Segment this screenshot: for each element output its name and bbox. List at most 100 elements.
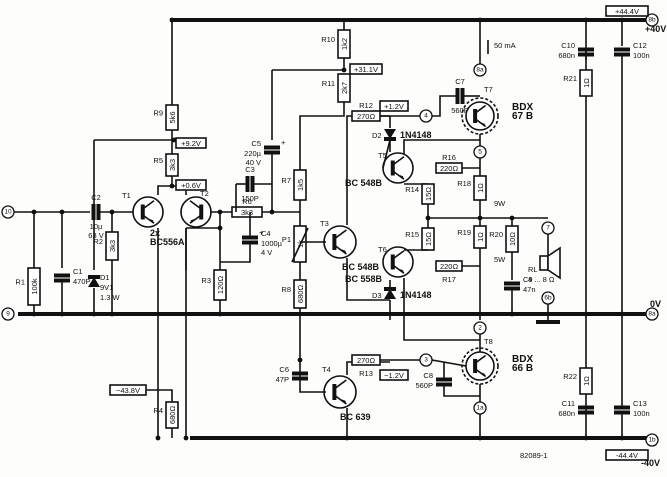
c7-left bbox=[432, 95, 456, 117]
rail-neg-measured-boxed: -44.4V bbox=[616, 451, 638, 460]
transistor-T7 bbox=[465, 101, 495, 131]
r19-watt: 5W bbox=[494, 255, 506, 264]
capacitor-value-C10: 680n bbox=[558, 51, 575, 60]
junction-dot bbox=[91, 311, 97, 317]
junction-dot bbox=[109, 311, 115, 317]
rail-pos-box bbox=[605, 5, 649, 17]
c4-bot bbox=[220, 243, 251, 263]
transistor-emitter-T6 bbox=[392, 264, 405, 274]
resistor-ref-R7: R7 bbox=[281, 176, 291, 185]
rail-gnd-label: 0V bbox=[650, 299, 661, 309]
terminal-9 bbox=[1, 307, 15, 321]
transistor-emitter-T8 bbox=[474, 368, 487, 378]
transistor-ref-T6: T6 bbox=[378, 245, 387, 254]
resistor-value-R7: 1k5 bbox=[296, 179, 305, 191]
capacitor-ref-C8: C8 bbox=[423, 371, 433, 380]
transistor-collector-T6 bbox=[392, 250, 405, 260]
voltage-1.2: +1.2V bbox=[384, 102, 404, 111]
terminal-8a bbox=[645, 307, 659, 321]
diode-D2 bbox=[384, 129, 396, 139]
transistor-emitter-T1 bbox=[142, 214, 155, 224]
resistor-value-R4: 680Ω bbox=[168, 406, 177, 425]
junction-dot bbox=[477, 17, 483, 23]
transistor-part-T8: BDX bbox=[512, 354, 533, 365]
v311-box bbox=[349, 63, 383, 75]
c8-bot bbox=[443, 386, 480, 397]
rail-pos-measured-boxed: +44.4V bbox=[615, 7, 639, 16]
junction-dot bbox=[583, 17, 589, 23]
junction-dot bbox=[169, 17, 175, 23]
transistor-arrow-T5 bbox=[399, 174, 404, 180]
capacitor-value-C4: 1000µ bbox=[261, 239, 283, 248]
resistor-ref-R13: R13 bbox=[359, 369, 373, 378]
voltage-31.1: +31.1V bbox=[354, 65, 378, 74]
transistor-part-T7: 67 B bbox=[512, 111, 533, 122]
capacitor-value-C6: 47P bbox=[276, 375, 289, 384]
terminal-4-label: 4 bbox=[424, 113, 428, 120]
capacitor-value-C9: 47n bbox=[523, 285, 536, 294]
junction-dot bbox=[183, 435, 189, 441]
voltage-9.2-boxed: +9.2V bbox=[181, 139, 201, 148]
transistor-arrow-T7 bbox=[480, 122, 486, 127]
transistor-collector-T3 bbox=[333, 229, 347, 240]
r4-top bbox=[146, 389, 173, 402]
speaker-ref: RL bbox=[528, 265, 538, 274]
capacitor-value-C8: 560P bbox=[415, 381, 433, 390]
t5-col bbox=[403, 139, 480, 154]
resistor-value-R17: 220Ω bbox=[440, 262, 459, 271]
transistor-arrow-T1 bbox=[149, 218, 154, 224]
diode-value-D2: 1N4148 bbox=[400, 130, 432, 140]
terminal-5-label: 5 bbox=[478, 149, 482, 156]
transistor-collector-T1 bbox=[142, 200, 155, 210]
transistor-collector-T2 bbox=[189, 200, 202, 210]
resistor-ref-R19: R19 bbox=[457, 228, 471, 237]
terminal-7-label: 7 bbox=[546, 225, 550, 232]
resistor-value-R11: 2k7 bbox=[340, 82, 349, 94]
resistor-value-R10: 1k2 bbox=[340, 38, 349, 50]
junction-dot bbox=[619, 17, 625, 23]
resistor-value-R8: 680Ω bbox=[296, 285, 305, 304]
transistor-T2 bbox=[180, 196, 212, 228]
junction-dot bbox=[31, 311, 37, 317]
terminal-3-label: 3 bbox=[424, 357, 428, 364]
terminal-8a-t7-label: 8a bbox=[476, 67, 484, 74]
resistor-value-R19: 1Ω bbox=[476, 232, 485, 242]
capacitor-value-C2: 63 V bbox=[88, 231, 103, 240]
transistor-emitter-T5 bbox=[392, 170, 405, 180]
resistor-ref-R17: R17 bbox=[442, 275, 456, 284]
voltage-minus43.8: −43.8V bbox=[116, 386, 140, 395]
resistor-value-R6: 3k3 bbox=[241, 208, 253, 217]
capacitor-polarity-C5: + bbox=[281, 138, 286, 147]
capacitor-ref-C13: C13 bbox=[633, 399, 647, 408]
resistor-ref-R14: R14 bbox=[405, 185, 419, 194]
junction-dot bbox=[155, 435, 161, 441]
r18-watt: 9W bbox=[494, 199, 506, 208]
capacitor-polarity-C4: + bbox=[259, 228, 264, 237]
capacitor-ref-C10: C10 bbox=[561, 41, 575, 50]
resistor-ref-R1: R1 bbox=[15, 278, 25, 287]
junction-dot bbox=[217, 311, 223, 317]
figure-code: 82089-1 bbox=[520, 451, 548, 460]
junction-dot bbox=[583, 435, 589, 441]
terminal-1b-label: 1b bbox=[648, 437, 656, 444]
capacitor-value-C5: 220µ bbox=[244, 149, 262, 158]
resistor-ref-R20: R20 bbox=[489, 230, 503, 239]
transistor-part-T3: BC 548B bbox=[342, 262, 380, 272]
v92-box bbox=[175, 137, 207, 149]
capacitor-ref-C5: C5 bbox=[251, 139, 261, 148]
capacitor-ref-C1: C1 bbox=[73, 267, 83, 276]
transistor-ref-T3: T3 bbox=[320, 219, 329, 228]
transistor-T1 bbox=[132, 196, 164, 228]
resistor-ref-R12: R12 bbox=[359, 101, 373, 110]
resistor-ref-R18: R18 bbox=[457, 179, 471, 188]
transistor-T4 bbox=[323, 375, 357, 409]
rail-neg-box bbox=[605, 449, 649, 461]
resistor-ref-R5: R5 bbox=[153, 156, 163, 165]
transistor-arrow-T3 bbox=[341, 249, 347, 254]
resistor-ref-P1: P1 bbox=[282, 235, 291, 244]
capacitor-value-C13: 100n bbox=[633, 409, 650, 418]
resistor-ref-R15: R15 bbox=[405, 230, 419, 239]
resistor-value-R15: 15Ω bbox=[424, 232, 433, 246]
r11-bot bbox=[299, 102, 345, 160]
